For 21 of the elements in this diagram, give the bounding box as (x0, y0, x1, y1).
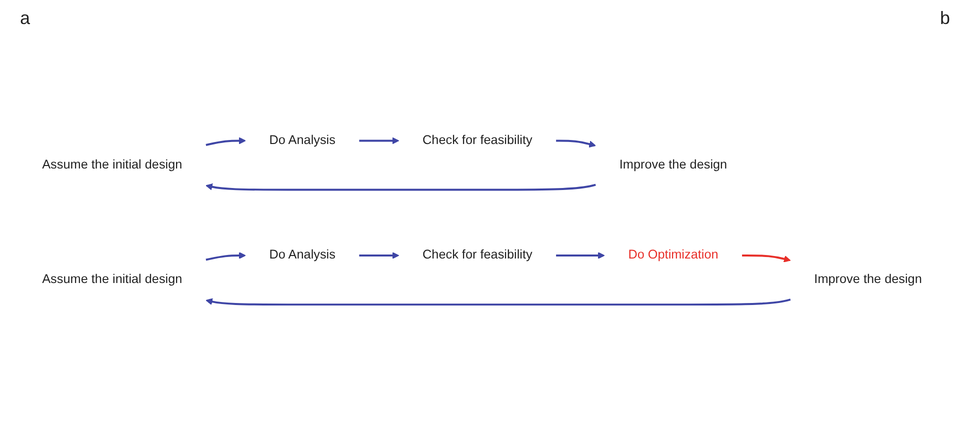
arrow (206, 137, 246, 146)
node-text: Improve the design (814, 272, 922, 286)
cycle-diagram: Assume the initial design Do Analysis Check for feasibility Improve the design Assume the initial design Do Analysis Check for feasibility Do Optimization Improve the design (12, 113, 952, 311)
panel-letter: b (940, 8, 950, 29)
arrow (556, 140, 596, 148)
node-text: Check for feasibility (422, 248, 532, 262)
node-text: Check for feasibility (422, 134, 532, 148)
arrow (359, 137, 400, 144)
node-text: Assume the initial design (42, 272, 182, 286)
arrow (206, 183, 596, 191)
node-text: Do Analysis (269, 134, 336, 148)
panel-letter: a (20, 8, 30, 29)
arrow (556, 252, 605, 259)
node-text: Assume the initial design (42, 158, 182, 172)
node-text: Do Analysis (269, 248, 336, 262)
arrow (359, 252, 400, 259)
node-text: Improve the design (619, 158, 728, 172)
arrow (206, 298, 791, 306)
arrow (206, 252, 246, 261)
arrow (742, 254, 791, 262)
node-text: Do Optimization (628, 248, 718, 262)
